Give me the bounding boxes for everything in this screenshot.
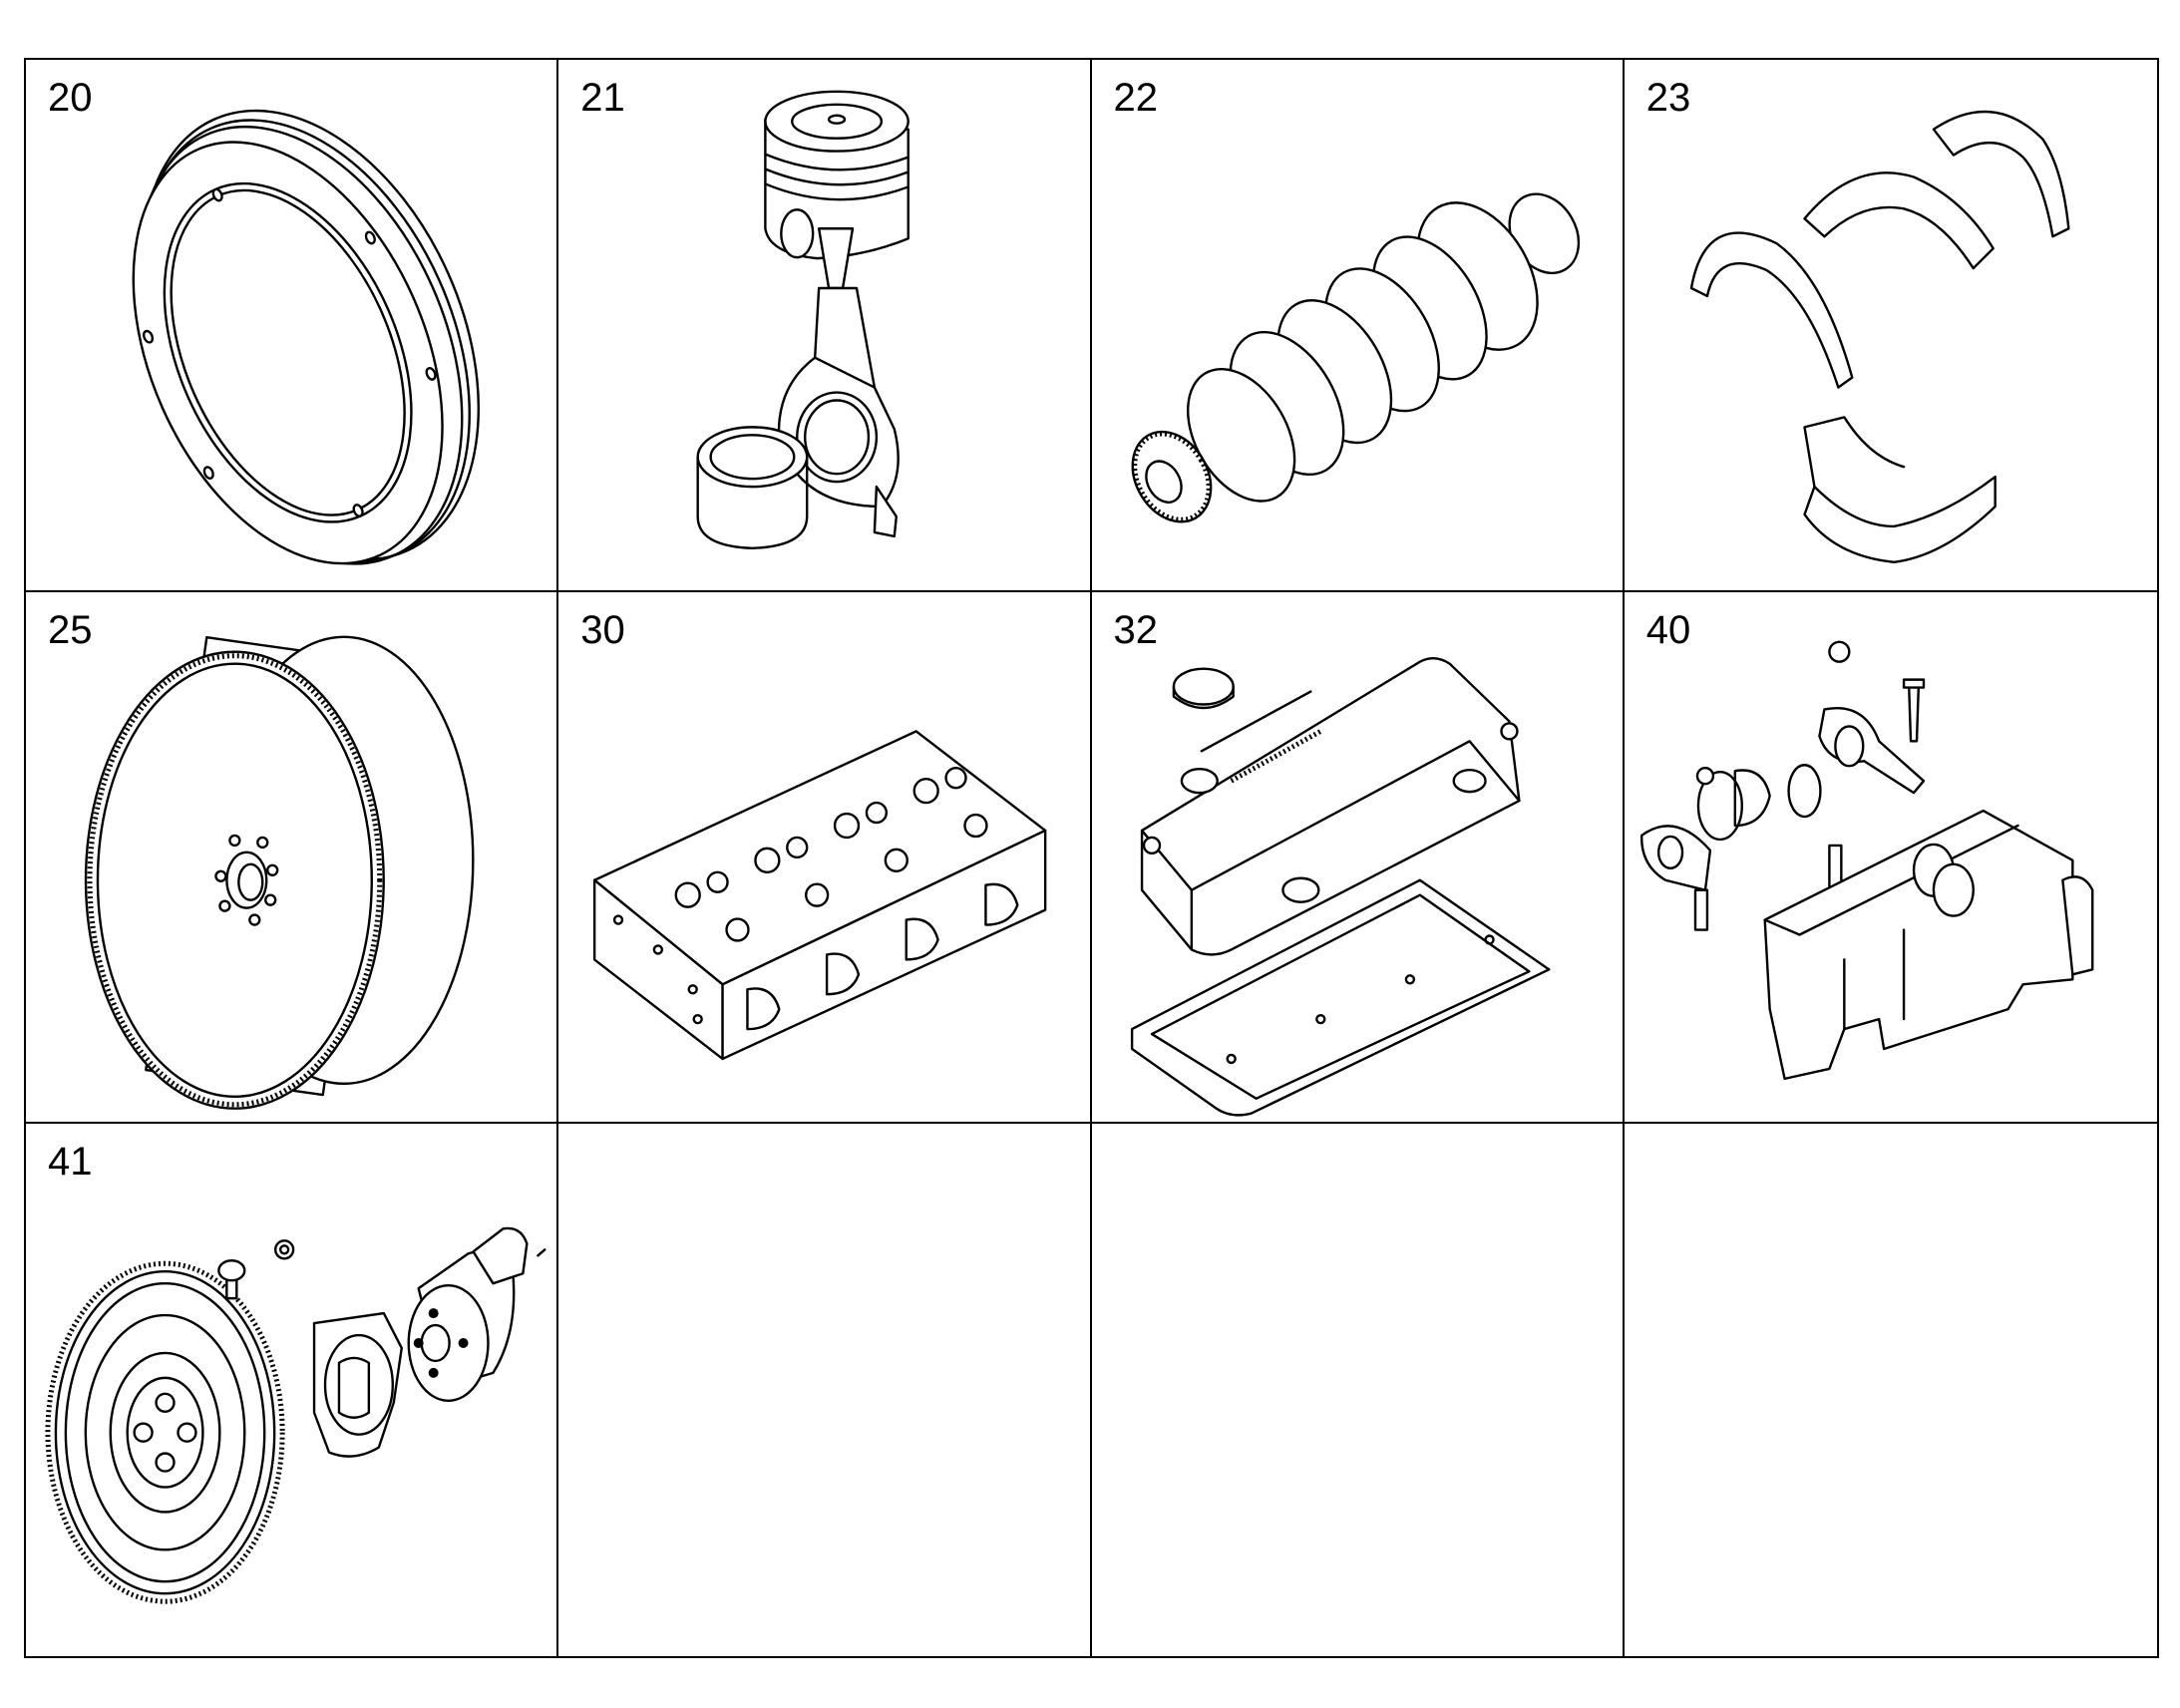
part-cell-empty [1625,1124,2157,1656]
part-cell-empty [558,1124,1092,1656]
piston-connecting-rod-icon [558,60,1089,590]
idler-gear-assembly-icon [26,1124,556,1656]
part-number-label: 41 [48,1140,93,1185]
part-number-label: 22 [1113,76,1159,120]
part-cell-21[interactable]: 21 [558,60,1092,592]
valve-cover-gasket-icon [1092,592,1623,1123]
cylinder-head-icon [558,592,1089,1123]
part-cell-23[interactable]: 23 [1624,60,2157,592]
part-cell-empty [1092,1124,1625,1656]
rocker-arm-assembly-icon [1625,592,2157,1123]
part-cell-30[interactable]: 30 [558,591,1092,1125]
part-cell-41[interactable]: 41 [26,1124,559,1656]
flywheel-ring-gear-icon [26,592,556,1123]
part-cell-32[interactable]: 32 [1091,591,1625,1125]
part-number-label: 23 [1645,76,1691,120]
part-number-label: 40 [1645,607,1691,652]
part-number-label: 21 [580,76,625,120]
part-number-label: 30 [580,607,625,652]
part-cell-22[interactable]: 22 [1091,60,1625,592]
flywheel-housing-icon [26,60,556,590]
bearing-shells-icon [1625,60,2157,590]
part-cell-20[interactable]: 20 [26,60,559,592]
part-cell-40[interactable]: 40 [1624,592,2157,1125]
crankshaft-icon [1092,60,1623,590]
part-number-label: 20 [48,76,93,120]
part-number-label: 25 [48,607,93,652]
part-cell-25[interactable]: 25 [26,591,559,1125]
parts-catalog-grid: 20 21 [24,58,2159,1658]
part-number-label: 32 [1113,607,1159,652]
